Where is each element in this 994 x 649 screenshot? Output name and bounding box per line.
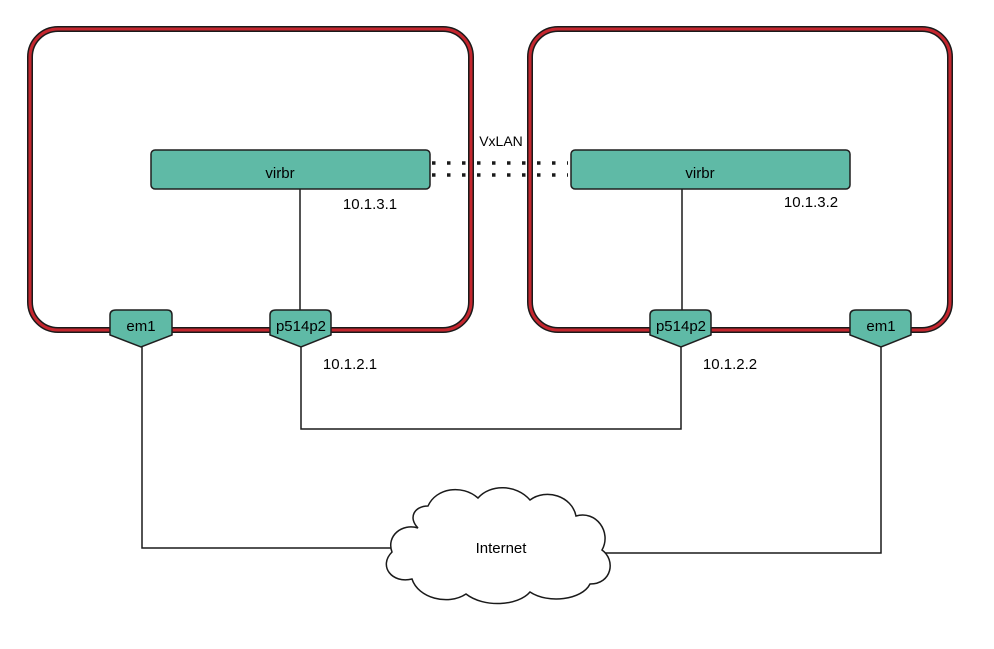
nic-p514p2-left-label: p514p2: [276, 318, 326, 335]
nic-em1-left[interactable]: [109, 309, 173, 348]
nic-p514p2-right[interactable]: [649, 309, 712, 348]
nic-em1-left-label: em1: [126, 318, 155, 335]
nic-em1-right-label: em1: [866, 318, 895, 335]
internet-label: Internet: [476, 540, 528, 557]
internet-cloud-icon[interactable]: [385, 487, 611, 605]
host-box-right: [527, 26, 953, 333]
nic-p514p2-right-label: p514p2: [656, 318, 706, 335]
link-em1-left-to-internet: [141, 347, 392, 549]
nic-p514p2-left-ip: 10.1.2.1: [323, 356, 377, 373]
host-box-left: [27, 26, 474, 333]
link-em1-right-to-internet: [602, 347, 882, 554]
link-data-network: [300, 347, 682, 430]
virbr-left-ip: 10.1.3.1: [343, 196, 397, 213]
virbr-left-label: virbr: [265, 165, 294, 182]
nic-p514p2-right-ip: 10.1.2.2: [703, 356, 757, 373]
nic-em1-right[interactable]: [849, 309, 912, 348]
vxlan-label: VxLAN: [479, 133, 523, 149]
vxlan-tunnel: [432, 161, 568, 177]
virbr-left[interactable]: [150, 149, 431, 190]
virbr-right-ip: 10.1.3.2: [784, 194, 838, 211]
virbr-right-label: virbr: [685, 165, 714, 182]
nic-p514p2-left[interactable]: [269, 309, 332, 348]
virbr-right[interactable]: [570, 149, 851, 190]
